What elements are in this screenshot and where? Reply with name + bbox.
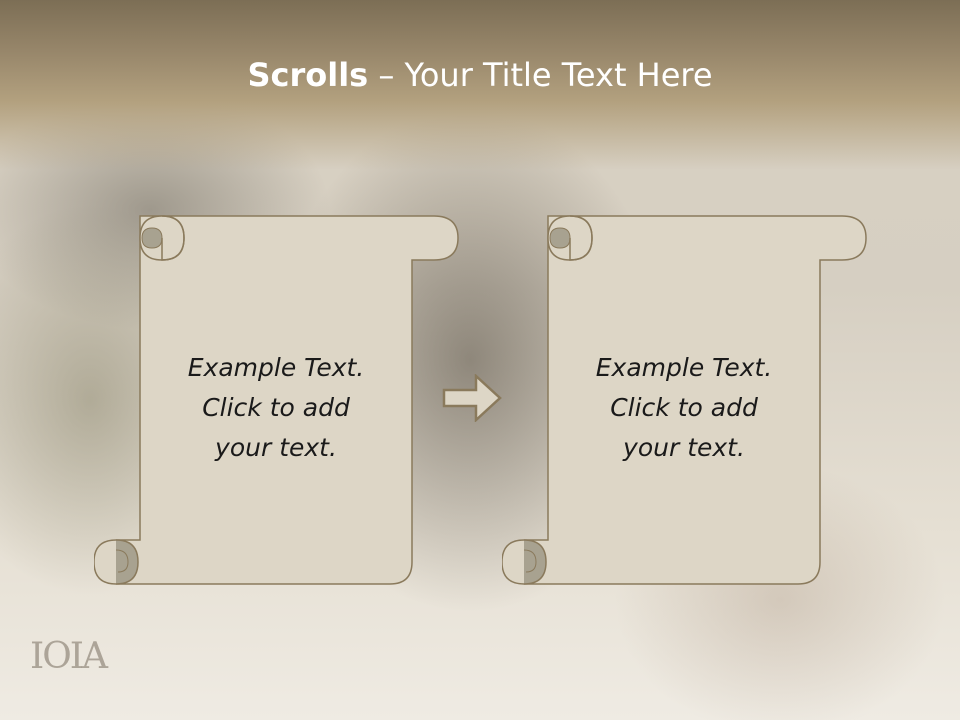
scroll-graphic — [502, 215, 867, 585]
scroll-shape-left[interactable]: Example Text. Click to add your text. — [94, 214, 460, 588]
scroll-shape-right[interactable]: Example Text. Click to add your text. — [502, 214, 868, 588]
game-logo: IOIA — [30, 636, 108, 677]
title-bold: Scrolls — [247, 56, 369, 94]
title-rest: – Your Title Text Here — [368, 56, 713, 94]
scroll-text-right[interactable]: Example Text. Click to add your text. — [595, 353, 773, 462]
slide-title[interactable]: Scrolls – Your Title Text Here — [0, 52, 960, 98]
scroll-text-left[interactable]: Example Text. Click to add your text. — [187, 353, 365, 462]
title-band — [0, 0, 960, 170]
right-arrow-icon — [442, 373, 504, 426]
scroll-graphic — [94, 215, 459, 585]
